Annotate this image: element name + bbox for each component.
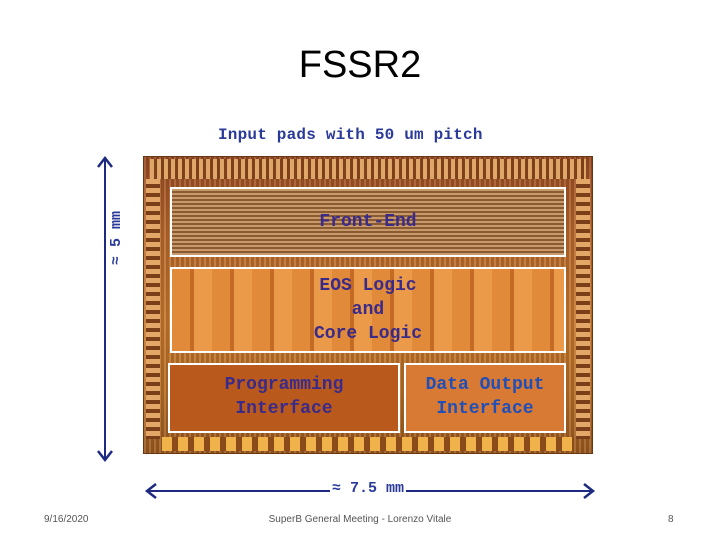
programming-interface-block: Programming Interface — [168, 363, 400, 433]
right-pad-column — [576, 179, 590, 439]
slide-title: FSSR2 — [298, 44, 422, 86]
footer-caption: SuperB General Meeting - Lorenzo Vitale — [268, 514, 452, 525]
front-end-block: Front-End — [170, 187, 566, 257]
data-output-interface-block: Data Output Interface — [404, 363, 566, 433]
height-dimension-arrow — [97, 155, 113, 463]
input-pads-label: Input pads with 50 um pitch — [218, 126, 483, 144]
width-dimension-label: ≈ 7.5 mm — [330, 480, 407, 497]
footer-date: 9/16/2020 — [44, 514, 89, 525]
chip-micrograph: Front-End EOS Logic and Core Logic Progr… — [143, 156, 593, 454]
eos-core-logic-block: EOS Logic and Core Logic — [170, 267, 566, 353]
page-number: 8 — [668, 514, 674, 525]
height-dimension-label: ≈ 5 mm — [108, 210, 125, 265]
left-pad-column — [146, 179, 160, 439]
input-pad-row — [150, 159, 586, 179]
bottom-pad-row — [162, 437, 574, 451]
